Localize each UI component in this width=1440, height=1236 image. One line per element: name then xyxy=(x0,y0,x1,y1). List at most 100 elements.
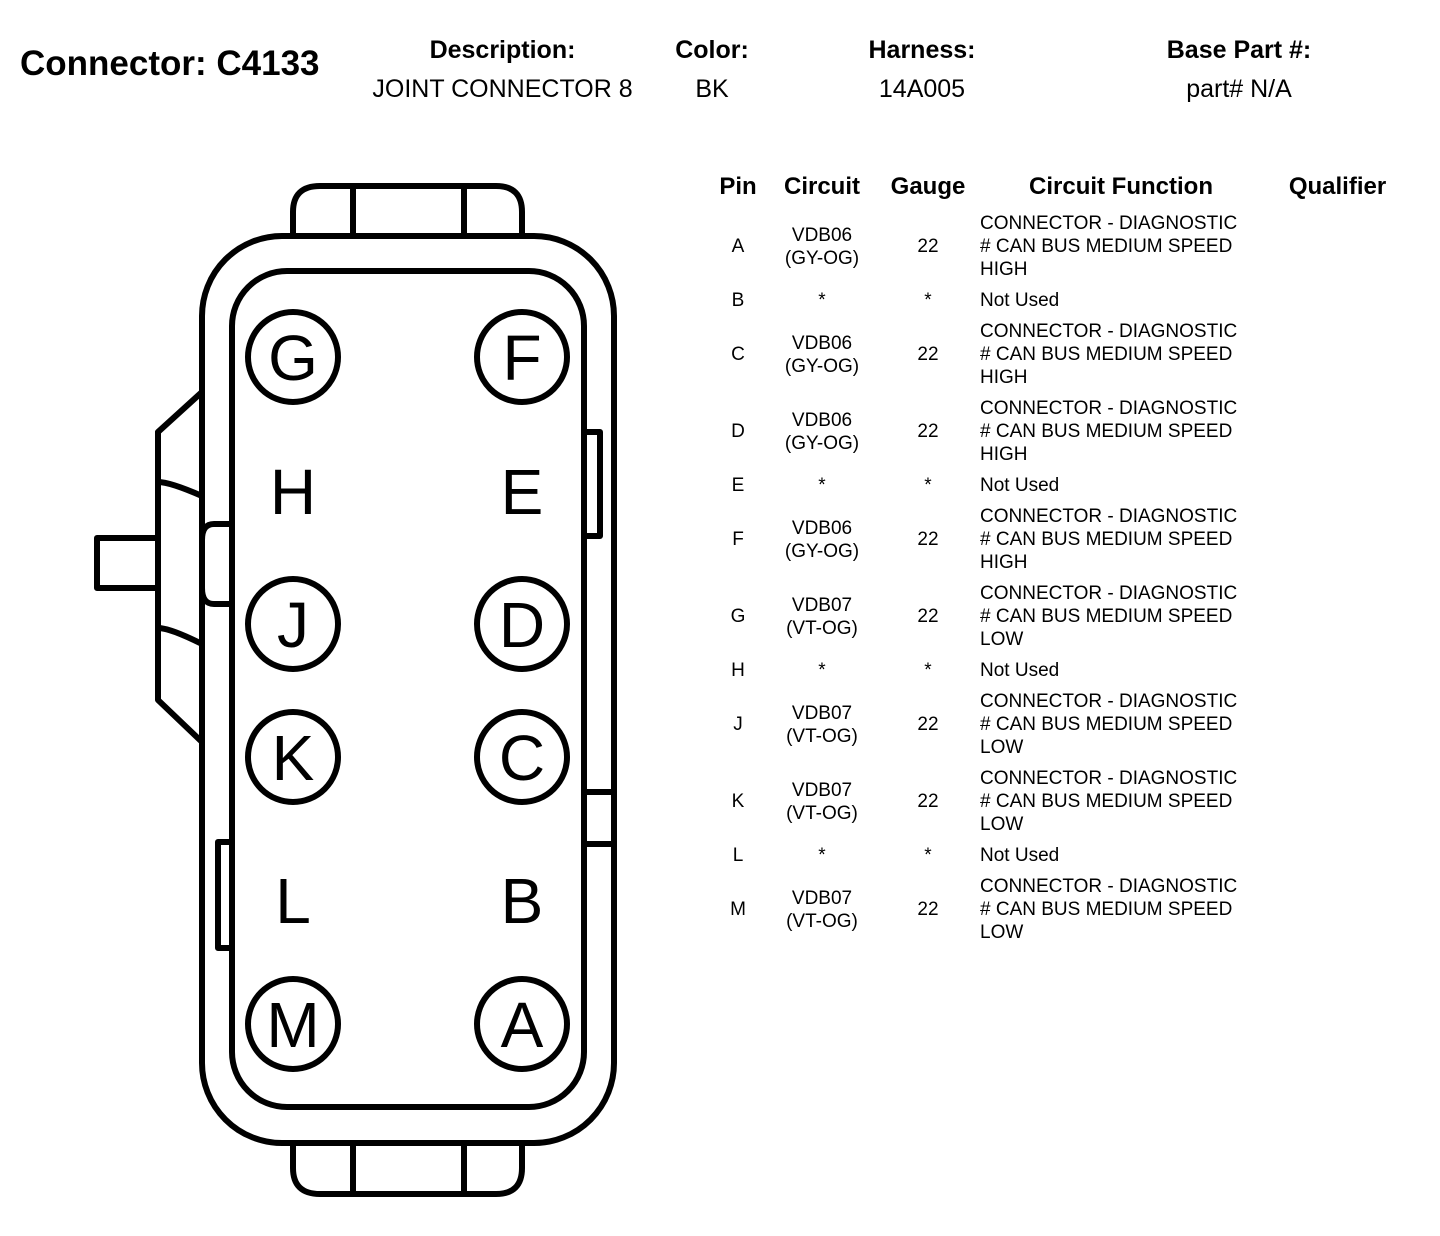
pin-f: F xyxy=(474,309,570,405)
pin-letter: B xyxy=(501,865,544,937)
pin-cell: K xyxy=(731,791,745,812)
pin-cell: E xyxy=(731,475,745,496)
base-part-value: part# N/A xyxy=(1186,75,1292,103)
inner-cavity xyxy=(229,268,587,1110)
function-cell: CONNECTOR - DIAGNOSTIC# CAN BUS MEDIUM S… xyxy=(980,506,1238,573)
pin-circle xyxy=(474,709,570,805)
circuit-cell: VDB07(VT-OG) xyxy=(786,702,858,747)
harness-value: 14A005 xyxy=(878,75,966,103)
gauge-cell: 22 xyxy=(917,606,939,627)
gauge-cell: 22 xyxy=(917,899,939,920)
circuit-cell: * xyxy=(818,845,826,866)
left-rib xyxy=(215,839,235,951)
pin-l: L xyxy=(275,865,311,937)
pin-e: E xyxy=(501,456,544,528)
pin-cell: A xyxy=(731,236,745,257)
function-cell: CONNECTOR - DIAGNOSTIC# CAN BUS MEDIUM S… xyxy=(980,213,1238,280)
description-label: Description: xyxy=(429,36,576,64)
gauge-cell: * xyxy=(924,475,932,496)
col-header-function: Circuit Function xyxy=(1029,173,1213,200)
circuit-cell: VDB06(GY-OG) xyxy=(784,332,860,377)
pin-circle xyxy=(474,309,570,405)
pin-circle xyxy=(245,976,341,1072)
circuit-cell: VDB06(GY-OG) xyxy=(784,224,860,269)
function-cell: Not Used xyxy=(980,290,1060,311)
description-value: JOINT CONNECTOR 8 xyxy=(372,75,633,103)
pin-m: M xyxy=(245,976,341,1072)
circuit-cell: * xyxy=(818,660,826,681)
table-row: G VDB07(VT-OG) 22 CONNECTOR - DIAGNOSTIC# C… xyxy=(700,582,1400,651)
circuit-cell: * xyxy=(818,475,826,496)
col-header-circuit: Circuit xyxy=(783,173,860,200)
pin-cell: J xyxy=(733,714,743,735)
col-header-qualifier: Qualifier xyxy=(1288,173,1387,200)
pin-letter: K xyxy=(272,722,315,794)
table-row: J VDB07(VT-OG) 22 CONNECTOR - DIAGNOSTIC# C… xyxy=(700,690,1400,759)
left-key-rail xyxy=(155,389,205,745)
circuit-cell: VDB06(GY-OG) xyxy=(784,409,860,454)
function-cell: CONNECTOR - DIAGNOSTIC# CAN BUS MEDIUM S… xyxy=(980,768,1238,835)
function-cell: CONNECTOR - DIAGNOSTIC# CAN BUS MEDIUM S… xyxy=(980,691,1238,758)
pin-cell: M xyxy=(730,899,746,920)
function-cell: Not Used xyxy=(980,845,1060,866)
base-part-block: Base Part #: part# N/A xyxy=(1138,34,1340,104)
pin-b: B xyxy=(501,865,544,937)
left-window xyxy=(199,521,232,607)
table-row: H**Not Used xyxy=(700,659,1400,682)
circuit-cell: VDB07(VT-OG) xyxy=(786,887,858,932)
pin-d: D xyxy=(474,576,570,672)
pin-letter: G xyxy=(268,322,318,394)
pin-c: C xyxy=(474,709,570,805)
function-cell: CONNECTOR - DIAGNOSTIC# CAN BUS MEDIUM S… xyxy=(980,398,1238,465)
pin-letter: H xyxy=(270,456,316,528)
pin-cell: F xyxy=(732,529,744,550)
pin-cell: B xyxy=(731,290,745,311)
outer-shell xyxy=(199,233,617,1146)
left-locking-tab xyxy=(94,535,161,591)
table-row: D VDB06(GY-OG) 22 CONNECTOR - DIAGNOSTIC# C… xyxy=(700,397,1400,466)
gauge-cell: 22 xyxy=(917,421,939,442)
base-part-label: Base Part #: xyxy=(1166,36,1312,64)
pin-letter: C xyxy=(499,722,545,794)
pin-cell: D xyxy=(731,421,745,442)
harness-block: Harness: 14A005 xyxy=(842,34,1002,104)
pin-letter: A xyxy=(501,989,544,1061)
left-key-notch-upper xyxy=(157,479,204,499)
color-label: Color: xyxy=(675,36,749,64)
function-cell: Not Used xyxy=(980,475,1060,496)
pin-letter: M xyxy=(266,989,319,1061)
pin-cell: L xyxy=(732,845,744,866)
gauge-cell: 22 xyxy=(917,714,939,735)
pin-k: K xyxy=(245,709,341,805)
right-rib xyxy=(581,429,603,539)
pin-circle xyxy=(474,576,570,672)
top-latch xyxy=(290,183,525,236)
description-block: Description: JOINT CONNECTOR 8 xyxy=(350,34,655,104)
connector-title: Connector: C4133 xyxy=(20,44,320,83)
gauge-cell: 22 xyxy=(917,529,939,550)
pin-letter: L xyxy=(275,865,311,937)
pin-cell: C xyxy=(731,344,745,365)
color-value: BK xyxy=(695,75,729,103)
table-row: B**Not Used xyxy=(700,289,1400,312)
function-cell: Not Used xyxy=(980,660,1060,681)
pin-g: G xyxy=(245,309,341,405)
pin-circle xyxy=(245,709,341,805)
function-cell: CONNECTOR - DIAGNOSTIC# CAN BUS MEDIUM S… xyxy=(980,583,1238,650)
pin-letter: F xyxy=(502,322,541,394)
circuit-cell: * xyxy=(818,290,826,311)
pin-cell: G xyxy=(730,606,746,627)
harness-label: Harness: xyxy=(868,36,976,64)
circuit-cell: VDB07(VT-OG) xyxy=(786,594,858,639)
circuit-cell: VDB07(VT-OG) xyxy=(786,779,858,824)
pin-circle xyxy=(474,976,570,1072)
gauge-cell: * xyxy=(924,660,932,681)
function-cell: CONNECTOR - DIAGNOSTIC# CAN BUS MEDIUM S… xyxy=(980,321,1238,388)
